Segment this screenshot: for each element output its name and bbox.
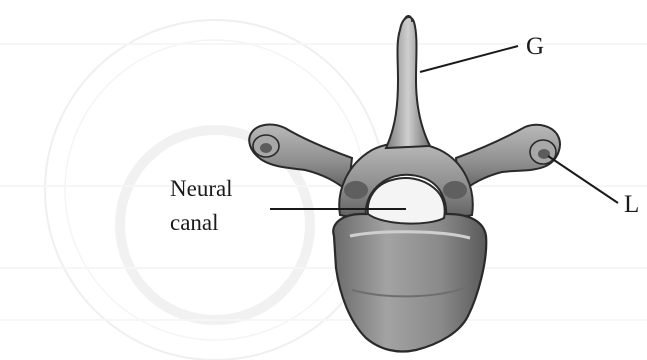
left-process-facet [260,143,272,153]
g-leader-line [420,46,518,72]
l-leader-line [548,156,618,203]
neural-canal-label-line1: Neural [170,172,233,206]
neural-canal-label-line2: canal [170,206,233,240]
neural-canal-label: Neural canal [170,172,233,240]
left-articular-facet [344,181,368,199]
label-g: G [526,33,544,62]
right-process-facet [538,149,550,159]
label-l: L [624,191,639,220]
background-watermark [0,20,647,360]
right-articular-facet [443,181,467,199]
neural-spine [386,17,430,148]
neural-canal [368,178,445,224]
